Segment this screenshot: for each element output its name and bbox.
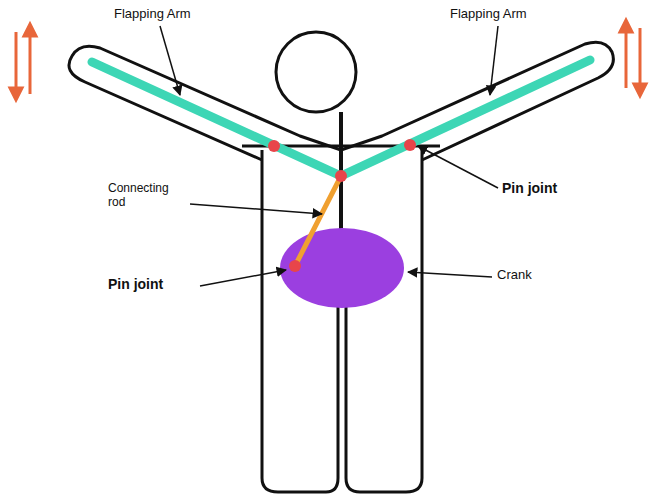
leader-lines — [160, 26, 498, 286]
pin-joint — [404, 139, 416, 151]
part-label: Pin joint — [108, 276, 163, 292]
pin-joint — [335, 170, 347, 182]
flapping-bar — [92, 60, 590, 176]
head — [276, 32, 356, 112]
connecting-rod — [295, 176, 341, 266]
part-label: Flapping Arm — [450, 7, 527, 22]
part-label: Crank — [497, 268, 532, 283]
crank — [280, 228, 404, 308]
pin-joint — [289, 260, 301, 272]
part-label: Connecting rod — [108, 182, 186, 210]
part-label: Pin joint — [502, 180, 557, 196]
motion-arrows — [10, 20, 646, 100]
pin-joint — [268, 140, 280, 152]
part-label: Flapping Arm — [114, 7, 191, 22]
